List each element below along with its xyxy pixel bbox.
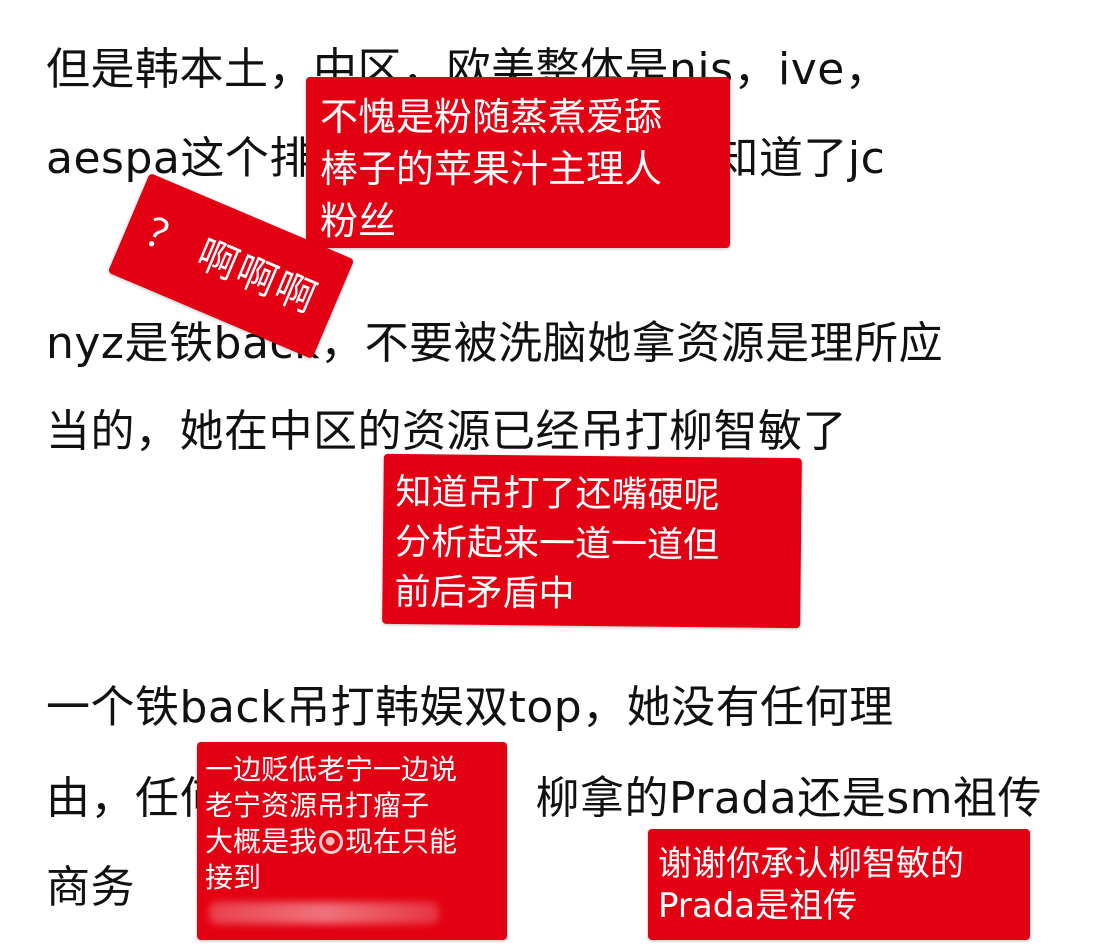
- sticker-4-line-1: 一边贬低老宁一边说: [205, 753, 458, 786]
- post-line-5: 一个铁back吊打韩娱双top，她没有任何理: [46, 682, 894, 733]
- sticker-3-line-1: 知道吊打了还嘴硬呢: [395, 471, 720, 517]
- post-line-6: 由，任何资源都是人脉，柳拿的Prada还是sm祖传: [46, 773, 1042, 824]
- sticker-1-line-2: 棒子的苹果汁主理人: [320, 147, 663, 191]
- sticker-4-line-4: 接到: [205, 861, 262, 894]
- sticker-4-line-3: 大概是我现在只能: [205, 824, 507, 860]
- sticker-4-line-3-a: 大概是我: [205, 825, 318, 858]
- sticker-5-line-1: 谢谢你承认柳智敏的: [658, 844, 964, 884]
- sticker-2-text: ？ 啊啊啊: [137, 209, 325, 323]
- annotation-sticker-4: 一边贬低老宁一边说 老宁资源吊打瘤子 大概是我现在只能 接到: [197, 742, 507, 940]
- sticker-5-line-2: Prada是祖传: [658, 886, 858, 926]
- post-line-7: 商务: [46, 862, 135, 913]
- sticker-4-line-3-b: 现在只能: [345, 825, 458, 858]
- annotation-sticker-1: 不愧是粉随蒸煮爱舔 棒子的苹果汁主理人 粉丝: [306, 77, 730, 248]
- sticker-1-line-1: 不愧是粉随蒸煮爱舔: [320, 95, 663, 139]
- sticker-3-line-3: 前后矛盾中: [394, 571, 575, 615]
- annotation-sticker-5: 谢谢你承认柳智敏的 Prada是祖传: [648, 829, 1030, 940]
- sticker-4-line-2: 老宁资源吊打瘤子: [205, 789, 430, 822]
- sticker-1-line-3: 粉丝: [320, 199, 397, 243]
- sticker-3-line-2: 分析起来一道一道但: [394, 521, 720, 567]
- flower-emoji-icon: [319, 830, 344, 854]
- post-line-4: 当的，她在中区的资源已经吊打柳智敏了: [46, 406, 847, 457]
- blurred-watermark: [209, 902, 439, 924]
- post-line-3: nyz是铁back，不要被洗脑她拿资源是理所应: [46, 318, 944, 369]
- annotation-sticker-3: 知道吊打了还嘴硬呢 分析起来一道一道但 前后矛盾中: [382, 453, 802, 629]
